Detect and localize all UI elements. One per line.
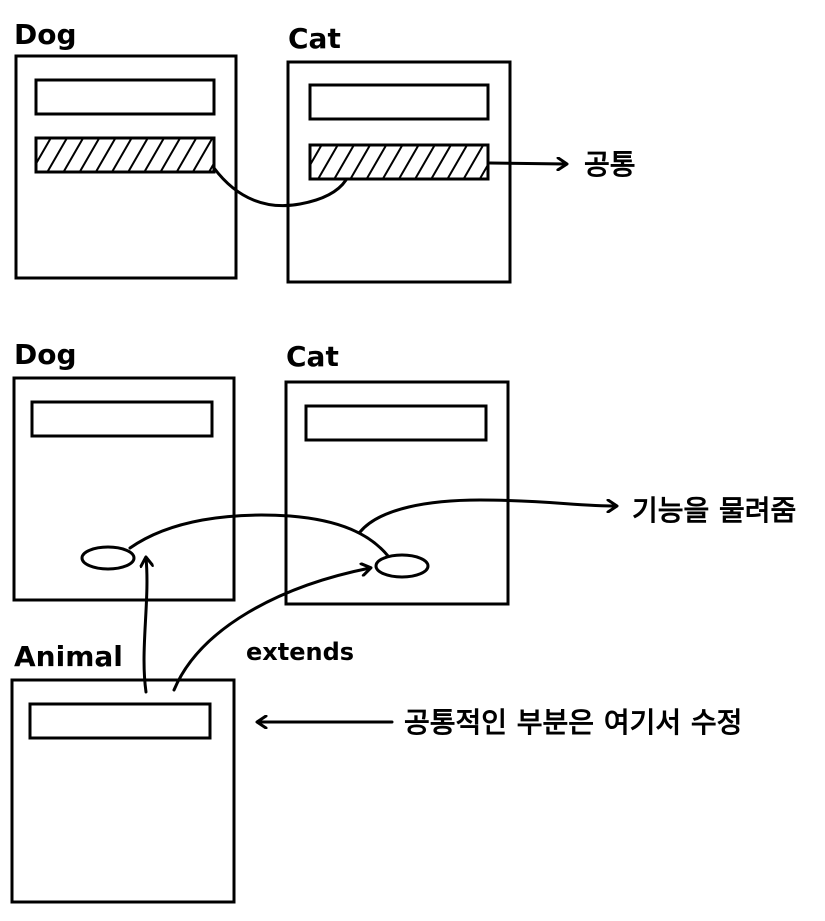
inherit-arc (128, 513, 390, 558)
bottom-cat-title: Cat (286, 340, 339, 373)
inherit-note-arrow (358, 498, 616, 534)
top-dog-title: Dog (14, 18, 77, 51)
extends-label: extends (246, 638, 354, 666)
top-cat-title: Cat (288, 22, 341, 55)
top-common-link-curve (212, 166, 348, 208)
animal-to-cat-arrow (172, 568, 370, 692)
top-cat-common-field (308, 143, 490, 181)
bottom-dog-field (30, 400, 214, 438)
top-common-note: 공통 (584, 148, 636, 181)
top-dog-common-field (34, 136, 216, 174)
animal-to-dog-arrow (144, 558, 147, 694)
cat-inherited-feature (374, 553, 430, 579)
top-dog-field (34, 78, 216, 116)
animal-field (28, 702, 212, 740)
bottom-cat-field (304, 404, 488, 442)
inherit-note: 기능을 물려줌 (632, 494, 796, 527)
animal-title: Animal (14, 640, 123, 673)
dog-inherited-feature (80, 545, 136, 571)
bottom-dog-title: Dog (14, 338, 77, 371)
modify-note: 공통적인 부분은 여기서 수정 (404, 706, 742, 739)
top-cat-field (308, 83, 490, 121)
top-common-arrow (488, 163, 566, 164)
